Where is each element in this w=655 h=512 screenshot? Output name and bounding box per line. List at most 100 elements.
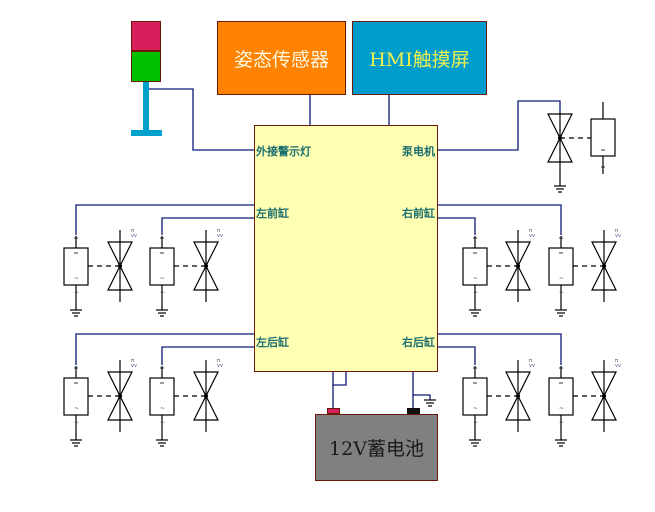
wire-left-rear-b	[161, 346, 254, 365]
tilde-mark: ~	[74, 405, 79, 412]
tilde-mark: ~	[160, 289, 165, 296]
cylinder-unit-right-rear-2: ~ ~ πvv	[548, 358, 621, 434]
pump-motor-box-icon	[590, 118, 616, 157]
cylinder-unit-right-front-1: ~ ~ πvv	[462, 228, 535, 304]
ground-icon	[469, 304, 481, 317]
valve-icon	[107, 371, 133, 421]
tilde-mark: ~	[473, 419, 478, 426]
tilde-mark: ~	[473, 405, 478, 412]
valve-pivot	[601, 263, 607, 269]
valve-icon	[193, 371, 219, 421]
wire-left-front-b	[161, 217, 254, 235]
tilde-mark: ~	[559, 405, 564, 412]
valve-mark: vv	[131, 233, 137, 239]
warning-light-base	[131, 130, 162, 136]
valve-mark: vv	[529, 363, 535, 369]
tilde-mark: ~	[559, 419, 564, 426]
ground-icon	[555, 304, 567, 317]
valve-pivot	[515, 263, 521, 269]
valve-mark: vv	[529, 233, 535, 239]
valve-pivot	[203, 393, 209, 399]
cylinder-unit-left-rear-1: ~ ~ πvv	[63, 358, 137, 434]
pump-valve-icon	[547, 113, 573, 163]
valve-icon	[591, 241, 617, 291]
wire-warning-light	[149, 88, 254, 151]
wire-right-front-a	[438, 204, 562, 235]
wire-battery-ground	[413, 394, 431, 400]
cylinder-unit-right-rear-1: ~ ~ πvv	[462, 358, 535, 434]
warning-light-green	[131, 51, 161, 82]
valve-mark: π	[615, 228, 618, 234]
wire-right-front-b	[438, 217, 476, 235]
wire-left-front-a	[75, 204, 254, 235]
ground-icon	[555, 434, 567, 447]
port-label-right-front-cylinder: 右前缸	[402, 207, 435, 220]
battery-ground-icon	[424, 399, 436, 407]
tilde-mark: ~	[74, 275, 79, 282]
hmi-touchscreen-label: HMI触摸屏	[369, 48, 470, 71]
tilde-mark: ~	[160, 405, 165, 412]
valve-mark: π	[615, 358, 618, 364]
valve-mark: π	[131, 228, 134, 234]
ground-icon	[70, 434, 82, 447]
port-label-left-rear-cylinder: 左后缸	[256, 336, 289, 349]
ground-icon	[554, 180, 566, 193]
wire-left-rear-a	[75, 333, 254, 365]
attitude-sensor-box: 姿态传感器	[217, 21, 346, 95]
valve-pivot	[601, 393, 607, 399]
ground-icon	[156, 304, 168, 317]
valve-mark: vv	[615, 233, 621, 239]
tilde-mark: ~	[559, 289, 564, 296]
port-label-warning-light: 外接警示灯	[256, 145, 311, 158]
pump-motor-unit	[547, 102, 616, 180]
cylinder-unit-left-front-1: ~ ~ πvv	[63, 228, 137, 304]
tilde-mark: ~	[74, 419, 79, 426]
hmi-touchscreen-box: HMI触摸屏	[352, 21, 487, 95]
valve-mark: π	[217, 358, 220, 364]
ground-icon	[70, 304, 82, 317]
valve-icon	[505, 241, 531, 291]
valve-pivot	[515, 393, 521, 399]
valve-icon	[107, 241, 133, 291]
battery-positive-terminal	[327, 408, 340, 414]
tilde-mark: ~	[473, 275, 478, 282]
valve-pivot	[117, 263, 123, 269]
valve-mark: vv	[131, 363, 137, 369]
wire-right-rear-b	[438, 346, 476, 365]
port-label-left-front-cylinder: 左前缸	[256, 207, 289, 220]
valve-mark: vv	[615, 363, 621, 369]
port-label-pump-motor: 泵电机	[402, 145, 435, 158]
valve-mark: π	[131, 358, 134, 364]
wire-pump-motor	[438, 100, 561, 151]
tilde-mark: ~	[559, 275, 564, 282]
ground-icon	[156, 434, 168, 447]
cylinder-unit-left-front-2: ~ ~ πvv	[149, 228, 223, 304]
battery-box: 12V蓄电池	[315, 414, 438, 481]
valve-mark: π	[529, 228, 532, 234]
attitude-sensor-label: 姿态传感器	[233, 48, 329, 71]
valve-mark: π	[529, 358, 532, 364]
tilde-mark: ~	[160, 419, 165, 426]
valve-icon	[193, 241, 219, 291]
tilde-mark: ~	[473, 289, 478, 296]
cylinder-unit-left-rear-2: ~ ~ πvv	[149, 358, 223, 434]
cylinder-unit-right-front-2: ~ ~ πvv	[548, 228, 621, 304]
battery-label: 12V蓄电池	[329, 438, 424, 460]
valve-icon	[591, 371, 617, 421]
controller-box: 外接警示灯 泵电机 左前缸 右前缸 左后缸 右后缸	[254, 125, 438, 372]
valve-mark: π	[217, 228, 220, 234]
battery-negative-terminal	[407, 408, 420, 414]
ground-icon	[469, 434, 481, 447]
valve-pivot	[117, 393, 123, 399]
warning-light-red	[131, 21, 161, 51]
valve-mark: vv	[217, 233, 223, 239]
valve-mark: vv	[217, 363, 223, 369]
valve-icon	[505, 371, 531, 421]
wire-right-rear-a	[438, 333, 562, 365]
valve-pivot	[203, 263, 209, 269]
tilde-mark: ~	[160, 275, 165, 282]
wire-battery-positive	[332, 372, 347, 408]
tilde-mark: ~	[74, 289, 79, 296]
